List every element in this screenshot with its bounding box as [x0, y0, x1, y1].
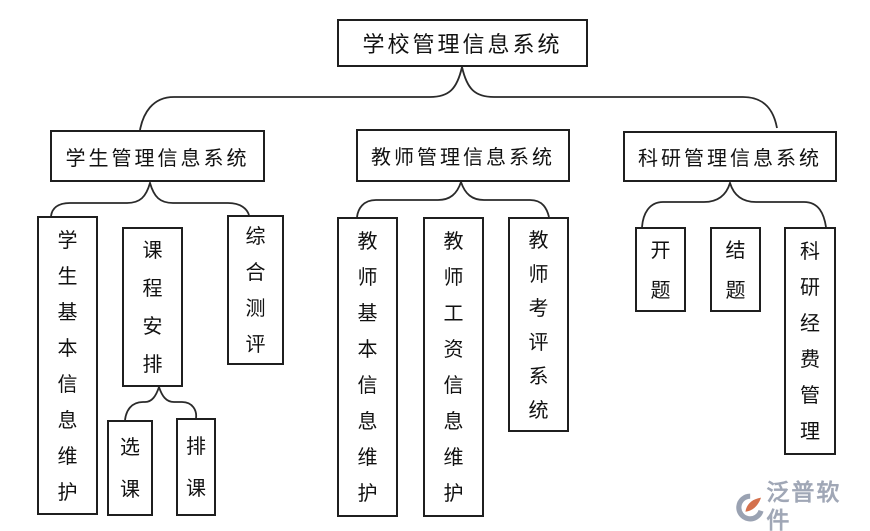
- node-research-fund-management: 科研经费管理: [784, 227, 836, 455]
- node-school-management-system: 学校管理信息系统: [337, 19, 588, 67]
- node-teacher-evaluation-system: 教师考评系统: [508, 217, 569, 432]
- node-student-management-system: 学生管理信息系统: [50, 130, 265, 182]
- node-label: 教师考评系统: [528, 227, 549, 422]
- brace-student-children: [50, 179, 250, 217]
- node-label: 学生基本信息维护: [57, 227, 78, 504]
- node-label: 科研经费管理: [800, 239, 820, 443]
- node-label: 科研管理信息系统: [638, 146, 822, 170]
- node-label: 教师工资信息维护: [443, 229, 464, 505]
- brand-name: 泛普软件: [766, 480, 842, 531]
- node-course-scheduling: 排课: [176, 418, 216, 516]
- node-label: 学生管理信息系统: [65, 145, 250, 170]
- node-topic-opening: 开题: [635, 227, 686, 312]
- node-student-basic-info: 学生基本信息维护: [37, 216, 98, 515]
- node-course-selection: 选课: [107, 420, 153, 516]
- node-teacher-management-system: 教师管理信息系统: [356, 129, 570, 182]
- node-label: 学校管理信息系统: [362, 33, 563, 58]
- node-teacher-salary-info: 教师工资信息维护: [423, 217, 484, 517]
- node-label: 选课: [120, 435, 140, 501]
- node-label: 教师管理信息系统: [371, 145, 555, 169]
- node-label: 排课: [186, 434, 206, 500]
- node-label: 开题: [650, 237, 671, 302]
- brace-root-to-level2: [139, 66, 778, 131]
- node-label: 教师基本信息维护: [357, 229, 378, 505]
- node-label: 课程安排: [142, 238, 163, 376]
- node-course-arrangement: 课程安排: [122, 227, 183, 387]
- fanpu-logo-icon: [736, 493, 764, 521]
- node-research-management-system: 科研管理信息系统: [623, 131, 837, 182]
- node-label: 结题: [725, 237, 746, 302]
- node-topic-closing: 结题: [710, 227, 761, 312]
- brace-course-children: [124, 384, 198, 421]
- node-teacher-basic-info: 教师基本信息维护: [337, 217, 398, 517]
- brace-research-children: [641, 179, 827, 228]
- node-comprehensive-evaluation: 综合测评: [227, 215, 284, 365]
- node-label: 综合测评: [245, 224, 266, 356]
- brace-teacher-children: [356, 179, 550, 218]
- fanpu-watermark: 泛普软件 www.fanpusoft.com: [736, 479, 864, 531]
